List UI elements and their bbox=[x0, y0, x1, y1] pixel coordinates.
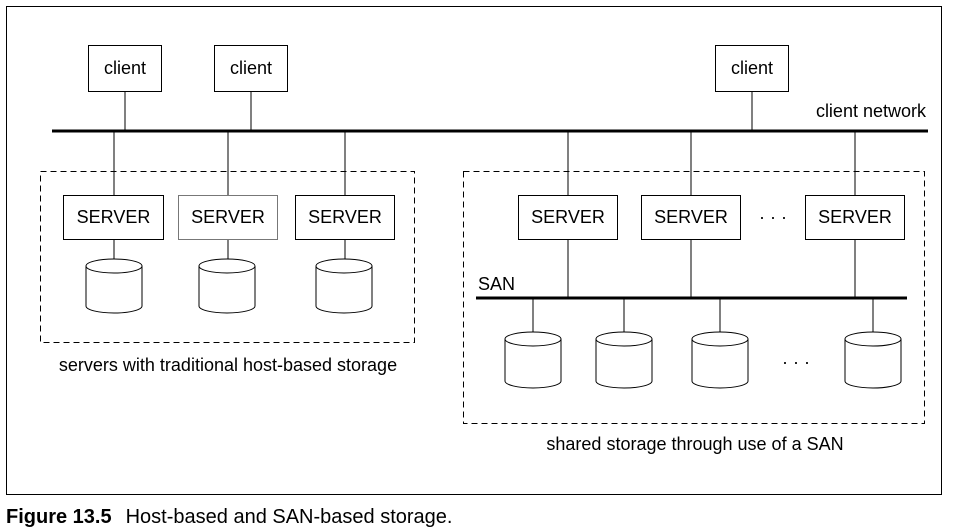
host-group-label: servers with traditional host-based stor… bbox=[59, 355, 397, 375]
client-label: client bbox=[230, 58, 272, 78]
server-label: SERVER bbox=[654, 207, 728, 227]
server-label: SERVER bbox=[531, 207, 605, 227]
disk-icon bbox=[315, 258, 373, 314]
server-label: SERVER bbox=[308, 207, 382, 227]
host-server-box: SERVER bbox=[63, 195, 164, 240]
figure-frame bbox=[6, 6, 942, 495]
client-network-label: client network bbox=[816, 101, 927, 121]
server-label: SERVER bbox=[77, 207, 151, 227]
figure-caption-text: Host-based and SAN-based storage. bbox=[125, 506, 453, 528]
disk-icon bbox=[595, 331, 653, 389]
san-server-box: SERVER bbox=[641, 195, 741, 240]
disk-icon bbox=[844, 331, 902, 389]
host-server-box: SERVER bbox=[178, 195, 278, 240]
disk-icon bbox=[504, 331, 562, 389]
client-label: client bbox=[104, 58, 146, 78]
host-server-links bbox=[113, 131, 346, 262]
san-server-box: SERVER bbox=[518, 195, 618, 240]
client-label: client bbox=[731, 58, 773, 78]
disk-icon bbox=[85, 258, 143, 314]
disk-ellipsis: · · · bbox=[782, 352, 810, 372]
figure-caption: Figure 13.5 Host-based and SAN-based stor… bbox=[6, 506, 452, 529]
san-server-links bbox=[567, 131, 856, 298]
disk-icon bbox=[198, 258, 256, 314]
san-group-label: shared storage through use of a SAN bbox=[546, 434, 843, 454]
san-group bbox=[463, 171, 925, 424]
san-label: SAN bbox=[478, 274, 515, 294]
disk-icon bbox=[691, 331, 749, 389]
server-label: SERVER bbox=[191, 207, 265, 227]
client-box: client bbox=[715, 45, 789, 92]
client-links bbox=[124, 92, 753, 131]
server-label: SERVER bbox=[818, 207, 892, 227]
figure-number: Figure 13.5 bbox=[6, 506, 112, 528]
server-ellipsis: · · · bbox=[759, 207, 787, 227]
client-box: client bbox=[214, 45, 288, 92]
host-based-group bbox=[40, 171, 415, 343]
client-box: client bbox=[88, 45, 162, 92]
host-server-box: SERVER bbox=[295, 195, 395, 240]
san-server-box: SERVER bbox=[805, 195, 905, 240]
san-disk-links bbox=[532, 298, 874, 333]
